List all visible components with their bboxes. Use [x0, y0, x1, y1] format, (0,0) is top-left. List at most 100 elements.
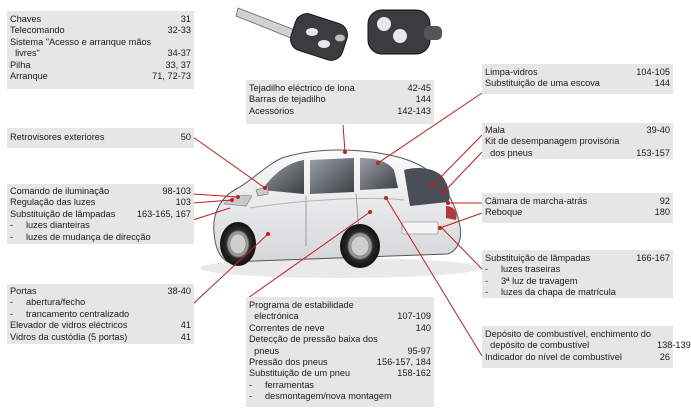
entry-page: 92	[659, 196, 670, 206]
sub-entry: - ferramentas	[249, 380, 431, 391]
entry-label: Barras de tejadilho	[249, 94, 326, 105]
car-body	[200, 149, 480, 278]
index-entry: Sistema "Acesso e arranque mãos livres"3…	[10, 37, 191, 60]
sub-entry: -luzes de mudança de direcção	[10, 232, 191, 243]
entry-label: Vidros da custódia (5 portas)	[10, 331, 128, 342]
entry-page: 71, 72-73	[152, 71, 191, 82]
entry-label: Substituição de uma escova	[485, 78, 600, 89]
sub-entry: - desmontagem/nova montagem	[249, 391, 431, 402]
sub-label: luzes dianteiras	[26, 220, 90, 231]
entry-label: Arranque	[10, 71, 48, 82]
index-entry: Chaves 31	[10, 14, 191, 25]
sub-entry: -luzes dianteiras	[10, 220, 191, 231]
fuel-box: Depósito de combustível, enchimento do d…	[482, 326, 691, 368]
entry-label: Substituição de lâmpadas	[10, 208, 116, 219]
index-entry: Substituição de uma escova 144	[485, 78, 670, 89]
index-entry: Tejadilho eléctrico de lona 42-45	[249, 83, 431, 94]
sub-dash: -	[10, 231, 14, 242]
entry-label: Retrovisores exteriores	[10, 132, 105, 142]
sub-label: luzes da chapa de matrícula	[501, 287, 616, 298]
index-entry: Kit de desempanagem provisória dos pneus…	[485, 136, 670, 159]
sub-label: desmontagem/nova montagem	[265, 391, 392, 402]
sub-dash: -	[249, 379, 253, 390]
entry-page: 144	[654, 78, 670, 89]
entry-page: 104-105	[636, 67, 670, 77]
entry-label: Sistema "Acesso e arranque mãos livres"	[10, 36, 152, 59]
entry-page: 33, 37	[165, 59, 191, 70]
entry-page: 107-109	[397, 311, 431, 322]
sub-entry: - luzes da chapa de matrícula	[485, 287, 670, 298]
entry-page: 156-157, 184	[376, 357, 431, 368]
sub-entry: -abertura/fecho	[10, 297, 191, 308]
index-entry: Barras de tejadilho 144	[249, 94, 431, 105]
entry-page: 144	[415, 94, 431, 105]
index-entry: Pressão dos pneus 156-157, 184	[249, 357, 431, 368]
index-entry: Telecomando 32-33	[10, 25, 191, 36]
entry-page: 103	[175, 197, 191, 208]
entry-label: Substituição de lâmpadas	[485, 253, 591, 263]
index-entry: Regulação das luzes 103	[10, 197, 191, 208]
entry-page: 140	[415, 322, 431, 333]
index-entry: Substituição de lâmpadas 166-167	[485, 253, 670, 264]
index-entry: Arranque 71, 72-73	[10, 71, 191, 82]
entry-page: 153-157	[636, 147, 670, 158]
entry-label: Reboque	[485, 207, 523, 218]
roof-box: Tejadilho eléctrico de lona 42-45 Barras …	[246, 80, 434, 124]
entry-page: 95-97	[407, 345, 432, 356]
entry-page: 32-33	[167, 25, 192, 36]
entry-label: Programa de estabilidade electrónica	[249, 300, 354, 322]
entry-label: Câmara de marcha-atrás	[485, 196, 588, 206]
entry-page: 42-45	[407, 83, 432, 93]
index-entry: Pilha 33, 37	[10, 60, 191, 71]
sub-dash: -	[485, 287, 489, 298]
index-entry: Câmara de marcha-atrás 92	[485, 196, 670, 207]
tyres-box: Programa de estabilidade electrónica 107-…	[246, 297, 434, 407]
entry-label: Portas	[10, 286, 37, 296]
entry-page: 158-162	[397, 368, 431, 379]
sub-dash: -	[485, 275, 489, 286]
sub-label: ferramentas	[265, 379, 315, 390]
index-entry: Substituição de lâmpadas 163-165, 167	[10, 209, 191, 220]
index-entry: Substituição de um pneu 158-162	[249, 368, 431, 379]
entry-label: Tejadilho eléctrico de lona	[249, 83, 355, 93]
camera-box: Câmara de marcha-atrás 92 Reboque 180	[482, 193, 673, 223]
entry-page: 163-165, 167	[136, 208, 191, 219]
entry-label: Regulação das luzes	[10, 197, 96, 208]
sub-label: trancamento centralizado	[26, 308, 130, 319]
entry-label: Pilha	[10, 59, 31, 70]
entry-label: Pressão dos pneus	[249, 357, 328, 368]
entry-label: Telecomando	[10, 25, 65, 36]
entry-page: 180	[654, 207, 670, 218]
leader-lines	[192, 92, 483, 357]
entry-label: Substituição de um pneu	[249, 368, 351, 379]
index-entry: Reboque 180	[485, 207, 670, 218]
index-entry: Depósito de combustível, enchimento do d…	[485, 329, 691, 352]
sub-dash: -	[485, 264, 489, 275]
entry-page: 142-143	[397, 105, 431, 116]
entry-page: 26	[659, 351, 670, 362]
entry-page: 166-167	[636, 253, 670, 263]
entry-page: 31	[180, 14, 191, 24]
keys-box: Chaves 31 Telecomando 32-33 Sistema "Acess…	[7, 11, 194, 89]
front-wheel-icon	[220, 222, 256, 266]
sub-dash: -	[249, 391, 253, 402]
entry-page: 41	[180, 320, 191, 331]
entry-label: Chaves	[10, 14, 42, 24]
entry-page: 98-103	[162, 186, 191, 196]
sub-entry: -trancamento centralizado	[10, 309, 191, 320]
entry-label: Correntes de neve	[249, 322, 325, 333]
entry-page: 138-139	[656, 340, 691, 351]
